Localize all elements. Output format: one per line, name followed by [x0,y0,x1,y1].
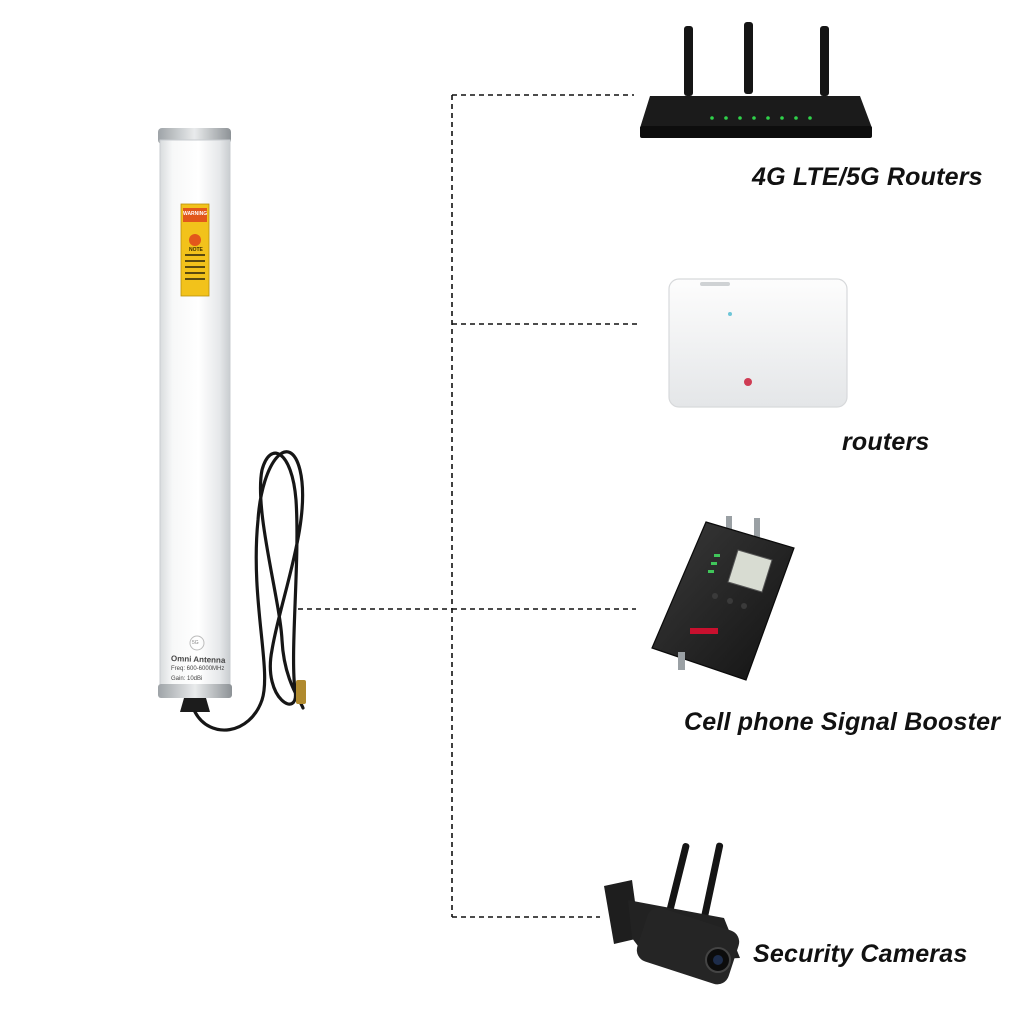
antenna-label-line-2: Freq: 600-6000MHz [171,666,225,672]
tri-antenna-router-icon [640,22,872,138]
label-security-cameras: Security Cameras [753,940,968,968]
label-routers: routers [842,428,930,456]
signal-booster-icon [651,516,795,681]
antenna-label-line-3: Gain: 10dBi [171,676,203,682]
omni-antenna-icon [158,128,306,732]
antenna-label-line-1: Omni Antenna [170,654,226,665]
label-4g-lte-5g-routers: 4G LTE/5G Routers [752,163,983,191]
antenna-cable [193,450,305,732]
bullet-camera-icon [604,842,740,985]
antenna-note-text: NOTE [189,247,203,253]
connector-lines [298,94,638,918]
antenna-band-badge: 5G [192,640,199,646]
antenna-warning-text: WARNING [183,211,208,217]
label-cell-phone-signal-booster: Cell phone Signal Booster [684,708,1001,736]
white-router-box-icon [668,278,848,408]
